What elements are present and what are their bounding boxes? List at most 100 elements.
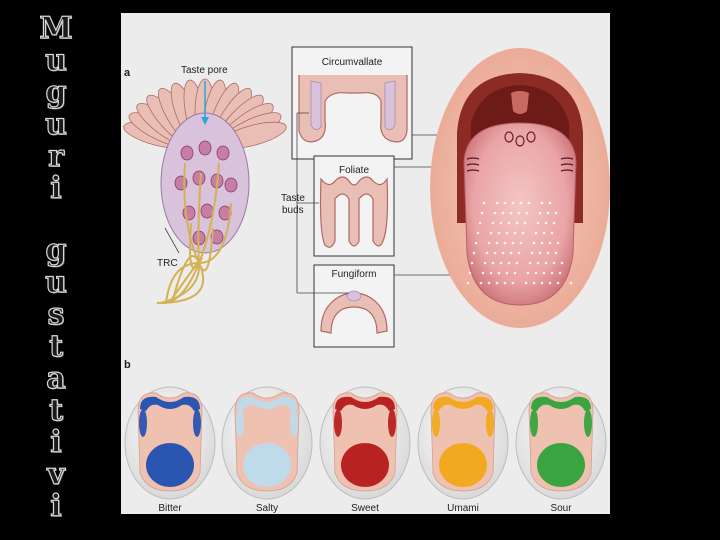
fungiform-dot bbox=[487, 241, 491, 245]
fungiform-dot bbox=[476, 231, 480, 235]
taste-map-salty: Salty bbox=[221, 386, 313, 514]
foliate-papilla bbox=[319, 176, 389, 248]
fungiform-dot bbox=[495, 241, 499, 245]
fungiform-dot bbox=[487, 281, 491, 285]
fungiform-dot bbox=[538, 251, 542, 255]
fungiform-dot bbox=[495, 201, 499, 205]
fungiform-dot bbox=[491, 221, 495, 225]
fungiform-dot bbox=[501, 251, 505, 255]
taste-label: Sour bbox=[550, 503, 572, 514]
figure: a Taste pore TRC Circumvallate Foliate F… bbox=[121, 13, 610, 514]
fungiform-dot bbox=[526, 271, 530, 275]
side-title-letter: M bbox=[39, 11, 73, 46]
trc-label: TRC bbox=[157, 258, 178, 269]
fungiform-dot bbox=[482, 201, 486, 205]
side-title-letter: u bbox=[44, 265, 67, 300]
fungiform-dot bbox=[507, 261, 511, 265]
tongue-circumvallate-marks bbox=[504, 131, 536, 147]
tongue-foliate-marks bbox=[466, 157, 574, 172]
taste-region-tip bbox=[439, 443, 487, 487]
fungiform-dot bbox=[505, 231, 509, 235]
receptor-cell-nucleus bbox=[224, 177, 238, 193]
fungiform-dot bbox=[466, 281, 470, 285]
fungiform-dot bbox=[519, 201, 523, 205]
fungiform-dot bbox=[550, 231, 554, 235]
taste-region-side bbox=[584, 409, 592, 437]
side-title-letter: g bbox=[45, 233, 67, 268]
fungiform-dot bbox=[548, 241, 552, 245]
fungiform-title: Fungiform bbox=[331, 269, 376, 280]
fungiform-dot bbox=[534, 231, 538, 235]
fungiform-dot bbox=[538, 211, 542, 215]
fungiform-dot bbox=[503, 241, 507, 245]
fungiform-dot bbox=[491, 261, 495, 265]
taste-map-umami: Umami bbox=[417, 386, 509, 514]
fungiform-dot bbox=[503, 201, 507, 205]
fungiform-dot bbox=[530, 251, 534, 255]
fungiform-dot bbox=[497, 231, 501, 235]
fungiform-dot bbox=[519, 241, 523, 245]
taste-map-sweet: Sweet bbox=[319, 386, 411, 514]
fungiform-dot bbox=[521, 231, 525, 235]
side-title-letter: g bbox=[45, 75, 67, 110]
receptor-cell-nucleus bbox=[210, 229, 224, 245]
taste-region-back bbox=[237, 396, 297, 411]
nerve-fibers bbox=[156, 162, 232, 304]
taste-region-back bbox=[433, 396, 493, 411]
fungiform-bud bbox=[346, 290, 362, 302]
side-title-letter: i bbox=[50, 171, 63, 206]
fungiform-dot bbox=[536, 261, 540, 265]
fungiform-dot bbox=[472, 251, 476, 255]
taste-pore-label: Taste pore bbox=[181, 65, 228, 76]
fungiform-dot bbox=[532, 241, 536, 245]
fungiform-papilla bbox=[320, 292, 388, 334]
fungiform-dot bbox=[546, 211, 550, 215]
fungiform-dot bbox=[523, 221, 527, 225]
taste-region-tip bbox=[537, 443, 585, 487]
fungiform-dot bbox=[511, 241, 515, 245]
fungiform-dot bbox=[515, 221, 519, 225]
side-title-letter: t bbox=[48, 393, 63, 428]
fungiform-dot bbox=[546, 251, 550, 255]
taste-label: Bitter bbox=[158, 503, 182, 514]
fungiform-dot bbox=[501, 211, 505, 215]
taste-pore-arrowhead bbox=[201, 117, 209, 125]
fungiform-dot bbox=[556, 281, 560, 285]
fungiform-dot bbox=[497, 271, 501, 275]
taste-label: Salty bbox=[256, 503, 278, 514]
fungiform-dot bbox=[493, 251, 497, 255]
side-title-letter: a bbox=[46, 361, 67, 396]
taste-region-back bbox=[531, 396, 591, 411]
side-title-letter: i bbox=[50, 425, 63, 460]
side-title-letter: i bbox=[50, 489, 63, 524]
taste-region-side bbox=[334, 409, 342, 437]
fungiform-dot bbox=[483, 261, 487, 265]
fungiform-dot bbox=[532, 281, 536, 285]
side-title-letter: u bbox=[44, 107, 67, 142]
fungiform-dot bbox=[560, 261, 564, 265]
taste-label: Umami bbox=[447, 503, 479, 514]
fungiform-dot bbox=[536, 221, 540, 225]
taste-region-tip bbox=[243, 443, 291, 487]
receptor-cell-nucleus bbox=[180, 145, 194, 161]
taste-map-bitter: Bitter bbox=[124, 386, 216, 514]
fungiform-dot bbox=[554, 251, 558, 255]
fungiform-dot bbox=[527, 201, 531, 205]
receptor-cell-nucleus bbox=[198, 140, 212, 156]
taste-buds-bracket bbox=[296, 112, 349, 294]
side-title-letter: r bbox=[47, 139, 64, 174]
side-title-letter: v bbox=[47, 457, 66, 492]
fungiform-dot bbox=[552, 261, 556, 265]
circumvallate-papilla bbox=[298, 75, 408, 143]
taste-region-side bbox=[388, 409, 396, 437]
taste-region-side bbox=[486, 409, 494, 437]
taste-region-side bbox=[139, 409, 147, 437]
fungiform-dot bbox=[534, 271, 538, 275]
fungiform-dot bbox=[480, 211, 484, 215]
fungiform-dot bbox=[470, 261, 474, 265]
taste-region-side bbox=[530, 409, 538, 437]
fungiform-dot bbox=[528, 261, 532, 265]
tongue-fungiform-dots bbox=[466, 201, 573, 285]
side-title-letter: u bbox=[44, 43, 67, 78]
fungiform-dot bbox=[485, 251, 489, 255]
